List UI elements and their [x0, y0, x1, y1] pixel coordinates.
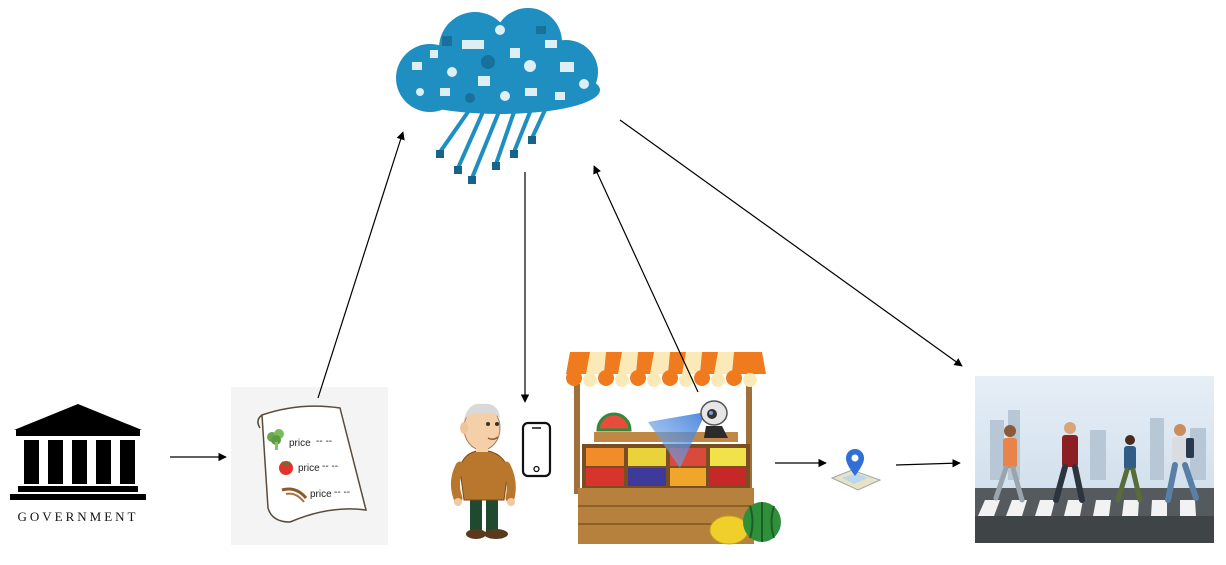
price-row-3-text: price: [310, 489, 332, 500]
price-list-node: price -- -- price -- -- price -- --: [231, 387, 388, 545]
arrow-location-to-pedestrians: [895, 459, 961, 468]
phone-node: [521, 421, 552, 478]
price-row-1-text: price: [289, 438, 311, 449]
arrow-price-list-to-cloud: [317, 131, 405, 399]
arrows: [170, 119, 963, 468]
pedestrians-crossing-photo: [975, 376, 1214, 543]
cloud-node: [396, 8, 600, 184]
pedestrians-node: [975, 376, 1214, 543]
broccoli-icon: [267, 429, 284, 450]
camera-view-cone: [648, 412, 706, 468]
grain-icon: [281, 487, 308, 503]
price-row-1-dashes: -- --: [316, 436, 332, 447]
cloud-network-icon: [396, 8, 600, 184]
smartphone-icon: [521, 421, 552, 478]
tomato-icon: [279, 461, 293, 475]
webcam-icon: [700, 400, 728, 438]
fruit-stall-icon: [566, 352, 781, 545]
government-node: GOVERNMENT: [10, 404, 146, 524]
stall-node: [566, 352, 781, 545]
price-row-3-dashes: -- --: [334, 487, 350, 498]
government-label: GOVERNMENT: [18, 509, 139, 524]
map-location-pin-icon: [830, 449, 882, 491]
vendor-node: [450, 403, 516, 539]
location-node: [830, 449, 882, 491]
arrow-cloud-to-pedestrians: [619, 119, 963, 367]
elderly-vendor-icon: [450, 403, 516, 539]
arrow-camera-to-cloud: [593, 165, 699, 393]
price-row-2-text: price: [298, 463, 320, 474]
price-row-2-dashes: -- --: [322, 461, 338, 472]
government-building-icon: [10, 404, 146, 500]
